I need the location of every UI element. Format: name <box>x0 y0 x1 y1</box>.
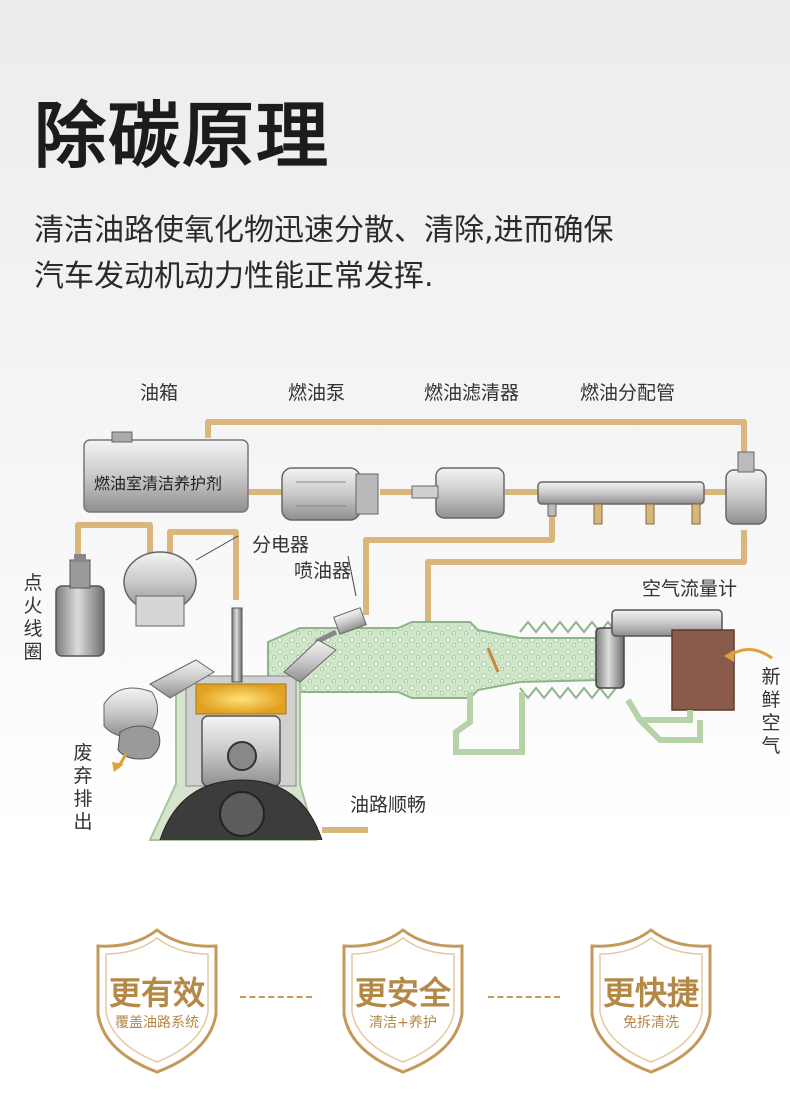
badge-subtitle: 覆盖油路系统 <box>115 1015 199 1031</box>
ignition-coil <box>55 554 105 657</box>
fuel-filter <box>411 467 505 519</box>
badge-effective: 更有效 覆盖油路系统 <box>92 926 222 1076</box>
label-smooth-oil-path: 油路顺畅 <box>350 794 427 816</box>
divider-dashes <box>240 996 312 998</box>
label-ignition-coil: 点火线圈 <box>23 572 43 663</box>
fuel-pump <box>281 467 379 521</box>
badge-subtitle: 免拆清洗 <box>623 1015 679 1031</box>
badge-fast: 更快捷 免拆清洗 <box>586 926 716 1076</box>
divider-dashes <box>488 996 560 998</box>
label-fresh-air: 新鲜空气 <box>761 666 781 757</box>
fuel-tank <box>83 431 249 513</box>
page-title: 除碳原理 <box>34 94 331 178</box>
description-line-2: 汽车发动机动力性能正常发挥. <box>34 259 434 294</box>
fuel-pipe <box>75 419 747 833</box>
label-tank-inner: 燃油室清洁养护剂 <box>94 474 223 493</box>
air-flow-meter <box>595 609 773 743</box>
badge-safe: 更安全 清洁+养护 <box>338 926 468 1076</box>
label-air-flow-meter: 空气流量计 <box>642 578 738 600</box>
badge-title: 更安全 <box>354 974 451 1012</box>
shield-icon <box>342 928 464 1074</box>
label-tank: 油箱 <box>140 382 179 404</box>
engine-block <box>103 607 337 841</box>
label-distributor: 分电器 <box>252 534 310 556</box>
fuel-system-diagram <box>55 419 773 841</box>
badge-title: 更有效 <box>108 974 205 1012</box>
badge-title: 更快捷 <box>602 974 699 1012</box>
description-line-1: 清洁油路使氧化物迅速分散、清除,进而确保 <box>34 213 614 248</box>
label-fuel-filter: 燃油滤清器 <box>424 382 520 404</box>
description: 清洁油路使氧化物迅速分散、清除,进而确保 汽车发动机动力性能正常发挥. <box>34 208 754 300</box>
label-exhaust: 废弃排出 <box>73 742 93 833</box>
distributor <box>123 535 239 627</box>
label-injector: 喷油器 <box>294 560 352 582</box>
badge-subtitle: 清洁+养护 <box>369 1015 437 1031</box>
shield-icon <box>590 928 712 1074</box>
fuel-rail <box>537 481 705 525</box>
shield-icon <box>96 928 218 1074</box>
label-fuel-pump: 燃油泵 <box>288 382 346 404</box>
pressure-regulator <box>725 451 767 525</box>
label-fuel-rail: 燃油分配管 <box>580 382 676 404</box>
